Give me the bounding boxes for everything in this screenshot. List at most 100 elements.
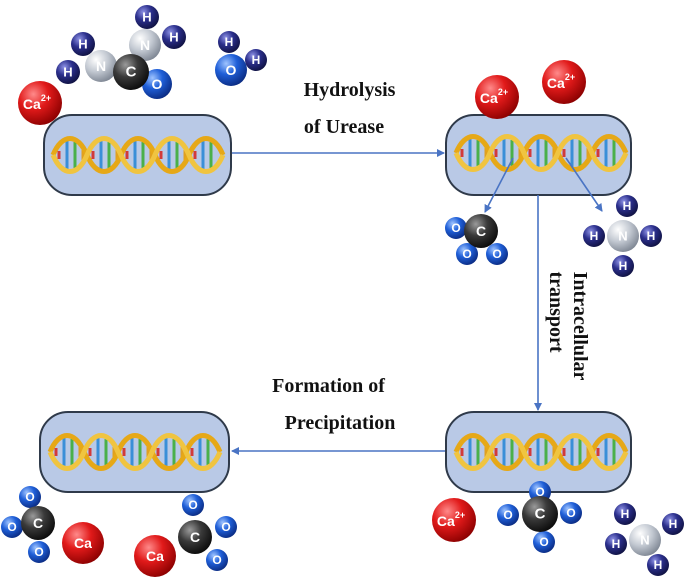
oxygen-label: O [221, 520, 230, 534]
svg-text:Ca2+: Ca2+ [437, 510, 465, 529]
oxygen-label: O [451, 221, 460, 235]
calcium-ion: Ca2+ [542, 60, 586, 104]
calcium-ion-charge: 2+ [498, 87, 508, 97]
oxygen-atom [215, 54, 247, 86]
carbon-label: C [535, 506, 546, 523]
nitrogen-atom [85, 50, 117, 82]
hydrogen-label: H [252, 53, 261, 67]
carbon-label: C [476, 223, 486, 239]
arrow-to-ammonium [565, 157, 603, 212]
hydrogen-atom [218, 31, 240, 53]
hydrogen-atom [614, 503, 636, 525]
oxygen-label: O [462, 247, 471, 261]
formation-label: Formation of Precipitation [272, 375, 395, 434]
hydrogen-atom [647, 554, 669, 576]
cell-bottom-left [39, 411, 230, 493]
calcium-label: Ca [74, 535, 92, 551]
calcium-ion-charge: 2+ [455, 510, 465, 520]
oxygen-atom [1, 516, 23, 538]
oxygen-atom [560, 502, 582, 524]
oxygen-atom [445, 217, 467, 239]
carbon-label: C [126, 64, 137, 81]
oxygen-label: O [212, 553, 221, 567]
carbonate-molecule: O O O O C [497, 481, 582, 553]
calcium-ion-charge: 2+ [41, 93, 51, 103]
oxygen-atom [497, 504, 519, 526]
svg-text:Ca2+: Ca2+ [480, 87, 508, 106]
hydrogen-label: H [621, 507, 630, 521]
oxygen-atom [215, 516, 237, 538]
calcium-atom [62, 522, 104, 564]
oxygen-label: O [539, 535, 548, 549]
hydrogen-atom [662, 513, 684, 535]
oxygen-label: O [25, 490, 34, 504]
hydrogen-atom [612, 255, 634, 277]
intracellular-label-line2: transport [545, 271, 567, 352]
oxygen-label: O [34, 545, 43, 559]
carbon-label: C [190, 529, 200, 545]
hydrolysis-label-line1: Hydrolysis [304, 79, 396, 101]
carbon-atom [113, 54, 149, 90]
svg-text:Ca2+: Ca2+ [23, 93, 51, 112]
oxygen-atom [19, 486, 41, 508]
hydrolysis-label: Hydrolysis of Urease [304, 79, 401, 138]
calcium-ion-symbol: Ca [480, 90, 498, 106]
hydrogen-label: H [612, 537, 621, 551]
oxygen-label: O [503, 508, 512, 522]
cell-top-left [43, 114, 232, 196]
hydrogen-label: H [225, 35, 234, 49]
carbon-atom [178, 520, 212, 554]
nitrogen-label: N [640, 533, 649, 548]
hydrogen-label: H [669, 517, 678, 531]
calcium-carbonate-molecule: O O O C Ca [1, 486, 104, 564]
ammonium-molecule: H H H H N [605, 503, 684, 576]
hydrogen-atom [616, 195, 638, 217]
formation-label-line1: Formation of [272, 375, 385, 397]
hydrogen-label: H [169, 30, 178, 45]
oxygen-label: O [188, 498, 197, 512]
hydrogen-label: H [63, 65, 72, 80]
water-molecule: H H O [215, 31, 267, 86]
calcium-ion-charge: 2+ [565, 72, 575, 82]
nitrogen-label: N [140, 37, 150, 53]
calcium-ion-symbol: Ca [547, 75, 565, 91]
arrow-to-carbonate [484, 157, 514, 213]
oxygen-label: O [152, 76, 163, 92]
urea-molecule: H H H H N N O C [56, 5, 186, 99]
nitrogen-atom [129, 29, 161, 61]
formation-label-line2: Precipitation [285, 412, 396, 434]
oxygen-atom [486, 243, 508, 265]
hydrogen-label: H [647, 229, 656, 243]
oxygen-atom [182, 494, 204, 516]
oxygen-atom [206, 549, 228, 571]
hydrogen-atom [56, 60, 80, 84]
oxygen-atom [533, 531, 555, 553]
carbon-label: C [33, 515, 43, 531]
nitrogen-label: N [618, 229, 627, 244]
svg-text:Ca2+: Ca2+ [547, 72, 575, 91]
hydrogen-atom [583, 225, 605, 247]
hydrogen-label: H [623, 199, 632, 213]
hydrogen-atom [135, 5, 159, 29]
hydrolysis-label-line2: of Urease [304, 116, 384, 138]
carbonate-molecule: O O O C [445, 214, 508, 265]
hydrogen-label: H [619, 259, 628, 273]
hydrogen-label: H [142, 10, 151, 25]
hydrogen-atom [245, 49, 267, 71]
hydrogen-label: H [654, 558, 663, 572]
oxygen-atom [456, 243, 478, 265]
calcium-ion-symbol: Ca [437, 513, 455, 529]
nitrogen-atom [607, 220, 639, 252]
oxygen-atom [28, 541, 50, 563]
oxygen-label: O [535, 485, 544, 499]
cell-bottom-right [445, 411, 632, 493]
calcium-ion: Ca2+ [18, 81, 62, 125]
calcium-ion: Ca2+ [475, 75, 519, 119]
ammonium-molecule: H H H H N [583, 195, 662, 277]
oxygen-label: O [566, 506, 575, 520]
calcium-atom [134, 535, 176, 577]
carbon-atom [464, 214, 498, 248]
oxygen-label: O [226, 62, 237, 78]
hydrogen-atom [640, 225, 662, 247]
